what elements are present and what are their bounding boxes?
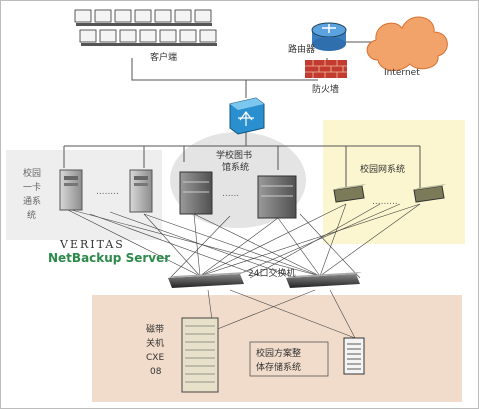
dots-mid: ......: [222, 189, 239, 199]
client-computers: [74, 9, 217, 46]
campus-net-label: 校园网系统: [360, 163, 405, 175]
storage-label-2: 体存储系统: [256, 361, 301, 373]
campus-card-label-2: 一卡: [23, 181, 41, 193]
clients-label: 客户端: [150, 51, 177, 63]
backup-media-label-4: 08: [150, 367, 162, 377]
router-label: 路由器: [288, 43, 315, 55]
server-tower-icon: [129, 169, 153, 213]
campus-net-zone: [323, 120, 465, 244]
network-switch-icon: [413, 184, 446, 203]
tape-library-icon: [343, 337, 365, 375]
backup-media-label-1: 磁带: [146, 323, 164, 335]
library-label-1: 学校图书: [216, 149, 252, 161]
campus-card-label-3: 通系: [23, 196, 41, 207]
campus-card-label-1: 校园: [23, 167, 41, 179]
server-rack-icon: [179, 171, 213, 215]
backup-media-label-2: 关机: [146, 337, 164, 349]
dots-right: .........: [372, 197, 398, 207]
core-switch-icon: [229, 97, 265, 135]
brand-line1: VERITAS: [59, 238, 125, 251]
brand-line2: NetBackup Server: [48, 251, 170, 265]
top-links: [63, 41, 421, 188]
switch24-label: 24口交换机: [248, 267, 295, 279]
library-label-2: 馆系统: [222, 161, 249, 173]
cloud-icon: [366, 16, 448, 71]
dots-left: ........: [96, 187, 119, 197]
network-switch-icon: [168, 272, 246, 288]
network-switch-icon: [333, 184, 366, 203]
campus-card-label-4: 统: [27, 209, 36, 221]
network-switch-icon: [286, 272, 362, 288]
storage-zone: [92, 295, 462, 402]
computer-icon: [74, 9, 217, 43]
storage-label-box: [249, 341, 329, 377]
firewall-label: 防火墙: [312, 83, 339, 95]
storage-label-1: 校园方案整: [256, 347, 301, 359]
router-icon: [311, 22, 347, 51]
server-tower-icon: [59, 169, 83, 211]
keyboard-row: [76, 23, 217, 46]
firewall-icon: [305, 60, 347, 78]
server-rack-icon: [257, 175, 297, 219]
internet-label: Internet: [384, 68, 420, 78]
backup-media-label-3: CXE: [146, 353, 164, 363]
mesh-links: [63, 203, 421, 339]
storage-array-icon: [181, 317, 219, 393]
